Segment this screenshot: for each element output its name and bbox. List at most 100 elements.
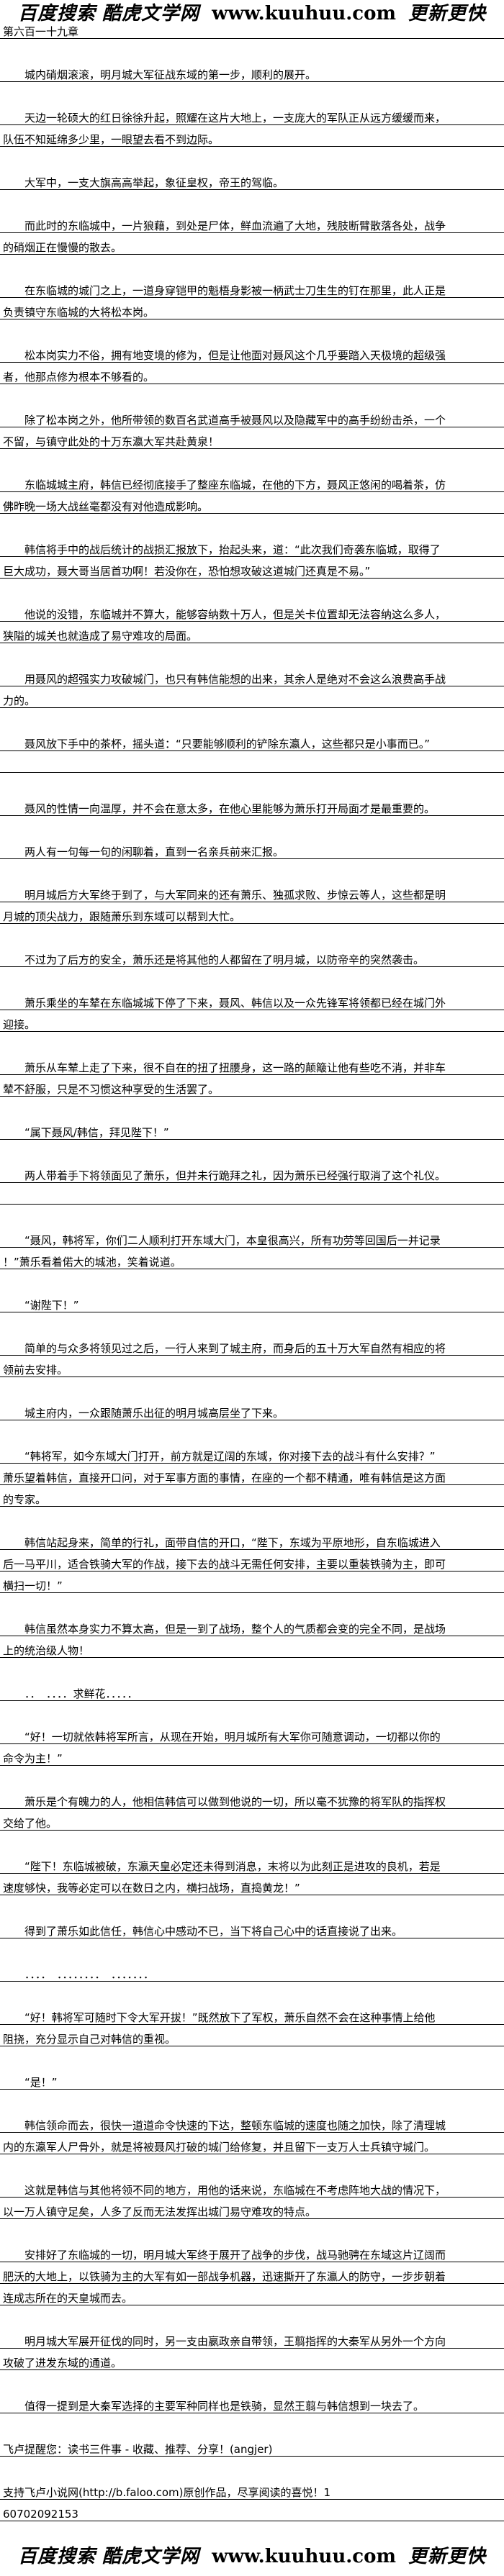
paragraph: 两人有一句每一句的闲聊着，直到一名亲兵前来汇报。 [0, 838, 504, 859]
text-line: 队伍不知延绵多少里，一眼望去看不到边际。 [0, 125, 504, 147]
text-line: 负责镇守东临城的大将松本岗。 [0, 298, 504, 319]
text-line: ！”萧乐看着偌大的城池，笑着说道。 [0, 1248, 504, 1269]
paragraph: 明月城大军展开征伐的同时，另一支由嬴政亲自带领，王翦指挥的大秦军从另外一个方向攻… [0, 2327, 504, 2370]
paragraph: 城内硝烟滚滚，明月城大军征战东域的第一步，顺利的展开。 [0, 60, 504, 82]
text-line: 命令为主！” [0, 1744, 504, 1766]
text-line: 而此时的东临城中，一片狼藉，到处是尸体，鲜血流遍了大地，残肢断臂散落各处，战争 [0, 212, 504, 233]
paragraph: “韩将军，如今东域大门打开，前方就是辽阔的东域，你对接下去的战斗有什么安排？”萧… [0, 1442, 504, 1507]
site-banner-top: 百度搜索 酷虎文学网 www.kuuhuu.com 更新更快 [0, 1, 504, 26]
text-line: 两人有一句每一句的闲聊着，直到一名亲兵前来汇报。 [0, 838, 504, 859]
text-line: 萧乐从车辇上走了下来，很不自在的扭了扭腰身，这一路的颠簸让他有些吃不消，并非车 [0, 1053, 504, 1075]
blank-line [0, 1312, 504, 1334]
banner-url: www.kuuhuu.com [212, 2546, 396, 2567]
paragraph: 支持飞卢小说网(http://b.faloo.com)原创作品，尽享阅读的喜悦！… [0, 2478, 504, 2521]
blank-line [0, 82, 504, 104]
text-line: 除了松本岗之外，他所带领的数百名武道高手被聂风以及隐藏军中的高手纷纷击杀，一个 [0, 406, 504, 427]
blank-line [0, 147, 504, 168]
paragraph: 而此时的东临城中，一片狼藉，到处是尸体，鲜血流遍了大地，残肢断臂散落各处，战争的… [0, 212, 504, 255]
paragraph: 大军中，一支大旗高高举起，象征皇权，帝王的驾临。 [0, 168, 504, 190]
text-line: 韩信将手中的战后统计的战损汇报放下，抬起头来，道：“此次我们奇袭东临城，取得了 [0, 535, 504, 557]
text-line: 聂风放下手中的茶杯，摇头道：“只要能够顺利的铲除东瀛人，这些都只是小事而已。” [0, 730, 504, 751]
text-line: 在东临城的城门之上，一道身穿铠甲的魁梧身影被一柄武士刀生生的钉在那里，此人正是 [0, 276, 504, 298]
text-line: ．． ．．．．求鲜花．．．．． [0, 1679, 504, 1701]
text-line: 后一马平川，适合铁骑大军的作战，接下去的战斗无需任何安排，主要以重装铁骑为主，即… [0, 1550, 504, 1572]
blank-line [0, 2090, 504, 2111]
paragraph: 明月城后方大军终于到了，与大军同来的还有萧乐、独孤求败、步惊云等人，这些都是明月… [0, 881, 504, 924]
text-line: “好！韩将军可随时下令大军开拔！”既然放下了军权，萧乐自然不会在这种事情上给他 [0, 2003, 504, 2025]
blank-line [0, 449, 504, 471]
blank-line [0, 924, 504, 945]
text-line: 聂风的性情一向温厚，并不会在意太多，在他心里能够为萧乐打开局面才是最重要的。 [0, 794, 504, 816]
text-line: 上的统治级人物！ [0, 1636, 504, 1658]
blank-line [0, 1701, 504, 1723]
banner-search-label: 百度搜索 [17, 3, 96, 24]
blank-line [0, 1766, 504, 1787]
blank-line [0, 2154, 504, 2176]
text-line: “韩将军，如今东域大门打开，前方就是辽阔的东域，你对接下去的战斗有什么安排？” [0, 1442, 504, 1464]
blank-line [0, 1507, 504, 1528]
blank-line [0, 1269, 504, 1291]
paragraph: ．．．． ．．．．．．．． ．．．．．．． [0, 1960, 504, 1982]
text-line: 韩信站起身来，简单的行礼，面带自信的开口，“陛下，东域为平原地形，自东临城进入 [0, 1528, 504, 1550]
text-line: 这就是韩信与其他将领不同的地方，用他的话来说，东临城在不考虑阵地大战的情况下， [0, 2176, 504, 2198]
blank-line [0, 816, 504, 838]
banner-slogan: 更新更快 [408, 2546, 487, 2567]
text-line: 大军中，一支大旗高高举起，象征皇权，帝王的驾临。 [0, 168, 504, 190]
blank-line [0, 1831, 504, 1852]
text-line: 萧乐乘坐的车辇在东临城城下停了下来，聂风、韩信以及一众先锋军将领都已经在城门外 [0, 989, 504, 1010]
text-line: “聂风，韩将军，你们二人顺利打开东域大门，本皇很高兴，所有功劳等回国后一并记录 [0, 1226, 504, 1248]
blank-line [0, 2219, 504, 2241]
blank-line [0, 2413, 504, 2435]
text-line: 阻挠，充分显示自己对韩信的重视。 [0, 2025, 504, 2046]
blank-line [0, 2457, 504, 2478]
blank-line [0, 1895, 504, 1917]
text-line: ．．．． ．．．．．．．． ．．．．．．． [0, 1960, 504, 1982]
text-line: 不留，与镇守此处的十万东瀛大军共赴黄泉！ [0, 427, 504, 449]
blank-line [0, 708, 504, 730]
text-line: 韩信虽然本身实力不算太高，但是一到了战场，整个人的气质都会变的完全不同，是战场 [0, 1615, 504, 1636]
paragraph: 在东临城的城门之上，一道身穿铠甲的魁梧身影被一柄武士刀生生的钉在那里，此人正是负… [0, 276, 504, 319]
blank-line [0, 39, 504, 60]
paragraph: 聂风放下手中的茶杯，摇头道：“只要能够顺利的铲除东瀛人，这些都只是小事而已。” [0, 730, 504, 773]
paragraph: 不过为了后方的安全，萧乐还是将其他的人都留在了明月城，以防帝辛的突然袭击。 [0, 945, 504, 967]
site-banner-bottom: 百度搜索 酷虎文学网 www.kuuhuu.com 更新更快 [0, 2544, 504, 2569]
paragraph: 安排好了东临城的一切，明月城大军终于展开了战争的步伐，战马驰骋在东域这片辽阔而肥… [0, 2241, 504, 2305]
blank-line [0, 579, 504, 600]
blank-line [0, 1982, 504, 2003]
paragraph: 两人带着手下将领面见了萧乐，但并未行跪拜之礼，因为萧乐已经强行取消了这个礼仪。 [0, 1161, 504, 1205]
text-line: 不过为了后方的安全，萧乐还是将其他的人都留在了明月城，以防帝辛的突然袭击。 [0, 945, 504, 967]
text-line: 连成志所在的天皇城而去。 [0, 2284, 504, 2305]
paragraph: 除了松本岗之外，他所带领的数百名武道高手被聂风以及隐藏军中的高手纷纷击杀，一个不… [0, 406, 504, 449]
text-line: 迎接。 [0, 1010, 504, 1032]
text-line: 得到了萧乐如此信任，韩信心中感动不已，当下将自己心中的话直接说了出来。 [0, 1917, 504, 1938]
text-line: 的硝烟正在慢慢的散去。 [0, 233, 504, 255]
text-line: 韩信领命而去，很快一道道命令快速的下达，整顿东临城的速度也随之加快，除了清理城 [0, 2111, 504, 2133]
text-line [0, 1183, 504, 1205]
chapter-title: 第六百一十九章 [0, 17, 504, 39]
text-line: 值得一提到是大秦军选择的主要军种同样也是铁骑，显然王翦与韩信想到一块去了。 [0, 2392, 504, 2413]
paragraph: “好！一切就依韩将军所言，从现在开始，明月城所有大军你可随意调动，一切都以你的命… [0, 1723, 504, 1766]
paragraph: 城主府内，一众跟随萧乐出征的明月城高层坐了下来。 [0, 1399, 504, 1420]
text-line: 内的东瀛军人尸骨外，就是将被聂风打破的城门给修复，并且留下一支万人士兵镇守城门。 [0, 2133, 504, 2154]
banner-search-label: 百度搜索 [17, 2546, 96, 2567]
text-line: 天边一轮硕大的红日徐徐升起，照耀在这片大地上，一支庞大的军队正从远方缓缓而来， [0, 104, 504, 125]
blank-line [0, 384, 504, 406]
text-line: 明月城后方大军终于到了，与大军同来的还有萧乐、独孤求败、步惊云等人，这些都是明 [0, 881, 504, 902]
text-line: 月城的顶尖战力，跟随萧乐到东域可以帮到大忙。 [0, 902, 504, 924]
banner-site-name: 酷虎文学网 [102, 3, 200, 24]
text-line: 巨大成功，聂大哥当居首功啊！若没你在，恐怕想攻破这道城门还真是不易。” [0, 557, 504, 579]
paragraph: 飞卢提醒您：读书三件事 - 收藏、推荐、分享！(angjer) [0, 2435, 504, 2457]
blank-line [0, 1658, 504, 1679]
text-line: 攻破了进发东域的通道。 [0, 2349, 504, 2370]
paragraph: 东临城城主府，韩信已经彻底接手了整座东临城，在他的下方，聂风正悠闲的喝着茶，仿佛… [0, 471, 504, 514]
paragraph: 聂风的性情一向温厚，并不会在意太多，在他心里能够为萧乐打开局面才是最重要的。 [0, 794, 504, 816]
text-line: 安排好了东临城的一切，明月城大军终于展开了战争的步伐，战马驰骋在东域这片辽阔而 [0, 2241, 504, 2262]
paragraph: “属下聂风/韩信，拜见陛下！” [0, 1118, 504, 1140]
blank-line [0, 2305, 504, 2327]
paragraph: 得到了萧乐如此信任，韩信心中感动不已，当下将自己心中的话直接说了出来。 [0, 1917, 504, 1938]
text-line: 飞卢提醒您：读书三件事 - 收藏、推荐、分享！(angjer) [0, 2435, 504, 2457]
paragraph: 简单的与众多将领见过之后，一行人来到了城主府，而身后的五十万大军自然有相应的将领… [0, 1334, 504, 1377]
blank-line [0, 190, 504, 212]
text-line: 明月城大军展开征伐的同时，另一支由嬴政亲自带领，王翦指挥的大秦军从另外一个方向 [0, 2327, 504, 2349]
blank-line [0, 1377, 504, 1399]
